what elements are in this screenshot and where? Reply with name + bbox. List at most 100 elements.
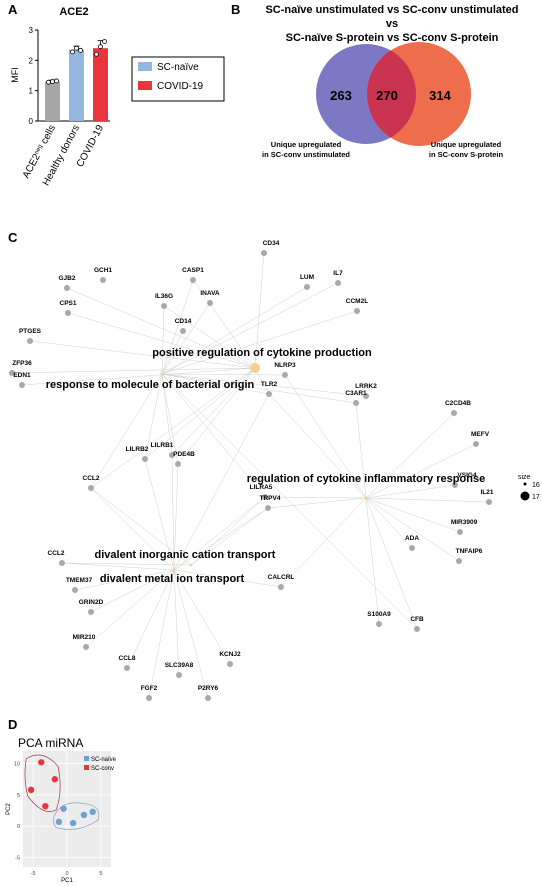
scatter-point xyxy=(55,818,63,826)
gene-node xyxy=(190,277,196,283)
gene-node xyxy=(282,372,288,378)
size-legend-value-large: 17 xyxy=(532,494,540,501)
bar xyxy=(93,48,108,122)
scatter-point xyxy=(27,786,35,794)
term-label: response to molecule of bacterial origin xyxy=(46,379,255,391)
gene-label: CALCRL xyxy=(268,574,295,581)
gene-label: CCM2L xyxy=(346,298,368,305)
network-edge xyxy=(173,507,269,571)
network-edge xyxy=(90,487,175,571)
gene-label: ADA xyxy=(405,535,419,542)
gene-node xyxy=(180,328,186,334)
gene-label: LRRK2 xyxy=(355,383,377,390)
gene-label: P2RY6 xyxy=(198,685,219,692)
gene-label: FGF2 xyxy=(141,685,158,692)
gene-label: C2CD4B xyxy=(445,400,471,407)
venn-left-label-line1: Unique upregulated xyxy=(271,140,342,149)
legend-swatch xyxy=(84,765,89,770)
gene-label: TLR2 xyxy=(261,381,278,388)
gene-node xyxy=(363,393,369,399)
gene-node xyxy=(376,621,382,627)
y-tick-label: 5 xyxy=(17,793,20,799)
network-edge xyxy=(171,454,175,571)
gene-label: CCL2 xyxy=(83,475,100,482)
network-edge xyxy=(144,458,175,571)
venn-overlap xyxy=(367,44,416,144)
gene-label: IL21 xyxy=(480,489,493,496)
gene-label: GJB2 xyxy=(59,275,76,282)
size-legend-value-small: 16 xyxy=(532,482,540,489)
legend-label: SC-naïve xyxy=(157,62,199,73)
network-edge xyxy=(126,569,175,669)
data-point xyxy=(94,51,99,57)
gene-label: GRIN2D xyxy=(79,599,104,606)
gene-label: PTGES xyxy=(19,328,42,335)
gene-node xyxy=(205,695,211,701)
panel-letter-a: A xyxy=(8,2,18,17)
legend-swatch xyxy=(138,81,152,90)
data-point xyxy=(78,47,83,53)
gene-node xyxy=(353,400,359,406)
gene-node xyxy=(59,560,65,566)
gene-label: CASP1 xyxy=(182,267,204,274)
network-edge xyxy=(365,412,455,499)
network-edge xyxy=(161,373,266,498)
gene-node xyxy=(175,461,181,467)
network-edge xyxy=(161,373,173,456)
network-edge xyxy=(161,373,270,395)
network-edge xyxy=(163,305,256,369)
gene-node xyxy=(27,338,33,344)
gene-label: C3AR1 xyxy=(345,390,367,397)
term-label: divalent metal ion transport xyxy=(100,573,245,585)
y-tick-label: 0 xyxy=(17,824,20,830)
gene-node xyxy=(83,644,89,650)
term-node xyxy=(364,496,368,500)
network-edge xyxy=(192,279,256,369)
gene-label: IL7 xyxy=(333,270,343,277)
gene-node xyxy=(100,277,106,283)
gene-node xyxy=(146,695,152,701)
gene-label: LILRA5 xyxy=(250,484,273,491)
venn-right-label-line2: in SC-conv S-protein xyxy=(429,150,504,159)
gene-label: IL36G xyxy=(155,293,173,300)
gene-node xyxy=(176,672,182,678)
gene-node xyxy=(266,391,272,397)
bar xyxy=(69,49,84,121)
y-tick-label: -5 xyxy=(15,856,20,862)
gene-node xyxy=(207,300,213,306)
network-edge xyxy=(85,569,175,648)
venn-left-count: 263 xyxy=(330,88,352,103)
gene-label: MEFV xyxy=(471,431,490,438)
gene-node xyxy=(409,545,415,551)
network-edge xyxy=(161,373,418,630)
network-edge xyxy=(365,484,456,499)
network-edge xyxy=(161,286,308,375)
gene-label: CCL2 xyxy=(48,550,65,557)
gene-node xyxy=(227,661,233,667)
gene-label: TRPV4 xyxy=(260,495,281,502)
network-edge xyxy=(90,373,163,489)
network-edge xyxy=(355,402,367,499)
panel-letter-b: B xyxy=(231,2,241,17)
term-label: divalent inorganic cation transport xyxy=(95,549,276,561)
gene-node xyxy=(414,626,420,632)
x-axis-label: PC1 xyxy=(61,878,73,884)
network-edge xyxy=(161,302,211,375)
network-edge xyxy=(161,373,367,397)
network-edge xyxy=(284,374,367,499)
gene-node xyxy=(265,505,271,511)
network-edge xyxy=(264,496,367,499)
gene-node xyxy=(451,410,457,416)
network-edge xyxy=(161,310,358,375)
gene-node xyxy=(65,310,71,316)
network-edge xyxy=(365,497,380,625)
term-node xyxy=(160,372,164,376)
gene-node xyxy=(64,285,70,291)
cluster-hull-sc-naive xyxy=(53,802,100,830)
network-edge xyxy=(267,497,367,509)
gene-label: EDN1 xyxy=(13,372,31,379)
gene-node xyxy=(72,587,78,593)
gene-node xyxy=(261,250,267,256)
data-point xyxy=(74,45,79,51)
scatter-point xyxy=(69,819,77,827)
